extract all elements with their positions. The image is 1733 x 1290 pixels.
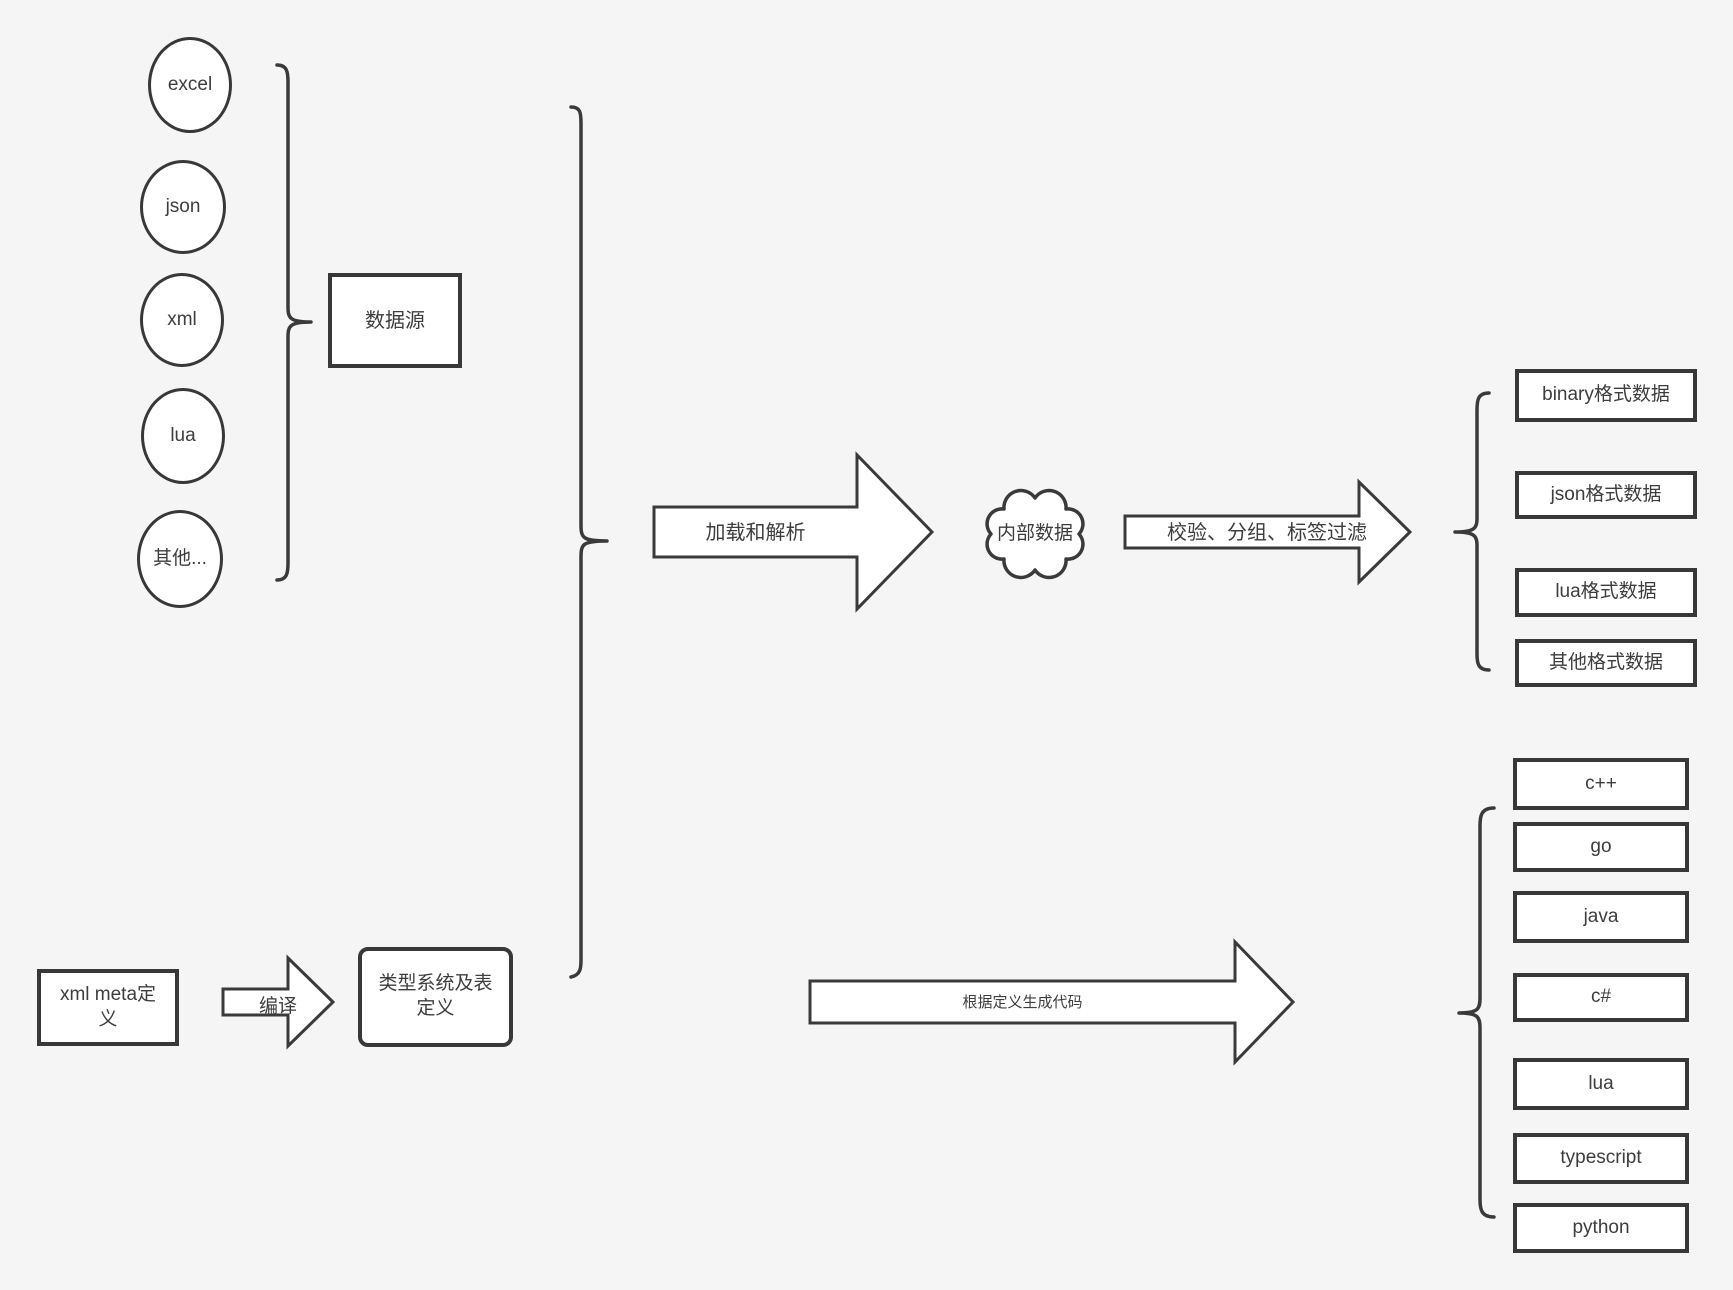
source-node-other: 其他...	[137, 510, 223, 608]
inputs-brace	[569, 105, 609, 979]
source-node-excel-label: excel	[167, 73, 213, 95]
language-box-java: java	[1513, 891, 1689, 943]
internal-data-cloud-label: 内部数据	[996, 523, 1073, 544]
output-format-lua-label: lua格式数据	[1555, 581, 1657, 603]
language-box-cpp-label: c++	[1585, 772, 1617, 794]
output-format-json-label: json格式数据	[1550, 483, 1662, 505]
output-format-lua: lua格式数据	[1515, 568, 1697, 617]
output-format-other-label: 其他格式数据	[1548, 651, 1663, 673]
source-node-xml-label: xml	[167, 308, 197, 330]
xml-meta-box-label: xml meta定义	[59, 983, 157, 1030]
source-node-lua: lua	[141, 388, 225, 484]
language-box-csharp-label: c#	[1590, 986, 1612, 1008]
type-system-box-label: 类型系统及表定义	[378, 973, 493, 1019]
language-box-lua-label: lua	[1588, 1072, 1614, 1094]
load-parse-arrow-label: 加载和解析	[705, 522, 806, 544]
codegen-arrow	[808, 938, 1296, 1066]
source-node-excel: excel	[148, 37, 232, 133]
compile-arrow-label: 编译	[258, 996, 297, 1017]
language-box-python: python	[1513, 1203, 1689, 1253]
compile-arrow	[221, 954, 336, 1050]
filter-arrow-label: 校验、分组、标签过滤	[1167, 522, 1367, 544]
language-box-csharp: c#	[1513, 973, 1689, 1022]
language-box-typescript-label: typescript	[1560, 1147, 1642, 1169]
language-box-go: go	[1513, 822, 1689, 872]
output-format-other: 其他格式数据	[1515, 639, 1697, 687]
source-node-json: json	[140, 160, 226, 254]
output-format-binary-label: binary格式数据	[1542, 384, 1670, 406]
filter-arrow	[1123, 478, 1413, 586]
languages-brace	[1457, 806, 1496, 1219]
source-node-xml: xml	[140, 273, 224, 367]
language-box-typescript: typescript	[1513, 1133, 1689, 1184]
source-node-json-label: json	[165, 195, 201, 217]
source-node-other-label: 其他...	[153, 547, 207, 569]
language-box-go-label: go	[1590, 835, 1612, 857]
output-formats-brace	[1453, 391, 1491, 672]
sources-brace	[275, 63, 313, 582]
output-format-binary: binary格式数据	[1515, 369, 1697, 422]
xml-meta-box: xml meta定义	[37, 969, 179, 1046]
output-format-json: json格式数据	[1515, 471, 1697, 519]
language-box-python-label: python	[1572, 1216, 1630, 1238]
language-box-cpp: c++	[1513, 758, 1689, 810]
internal-data-cloud	[985, 488, 1085, 580]
source-node-lua-label: lua	[170, 424, 196, 446]
data-source-box: 数据源	[328, 273, 462, 368]
language-box-java-label: java	[1583, 905, 1619, 927]
data-source-box-label: 数据源	[365, 309, 425, 332]
load-parse-arrow	[652, 451, 935, 613]
language-box-lua: lua	[1513, 1058, 1689, 1110]
codegen-arrow-label: 根据定义生成代码	[962, 994, 1083, 1011]
type-system-box: 类型系统及表定义	[358, 947, 513, 1047]
